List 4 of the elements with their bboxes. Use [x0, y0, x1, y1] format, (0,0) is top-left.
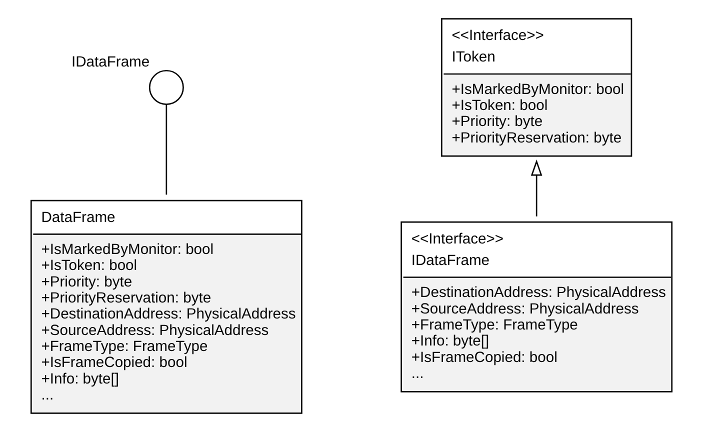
node-label: IDataFrame [72, 54, 150, 70]
node-circle [148, 70, 184, 105]
connector [166, 104, 168, 195]
arrow [530, 160, 542, 216]
